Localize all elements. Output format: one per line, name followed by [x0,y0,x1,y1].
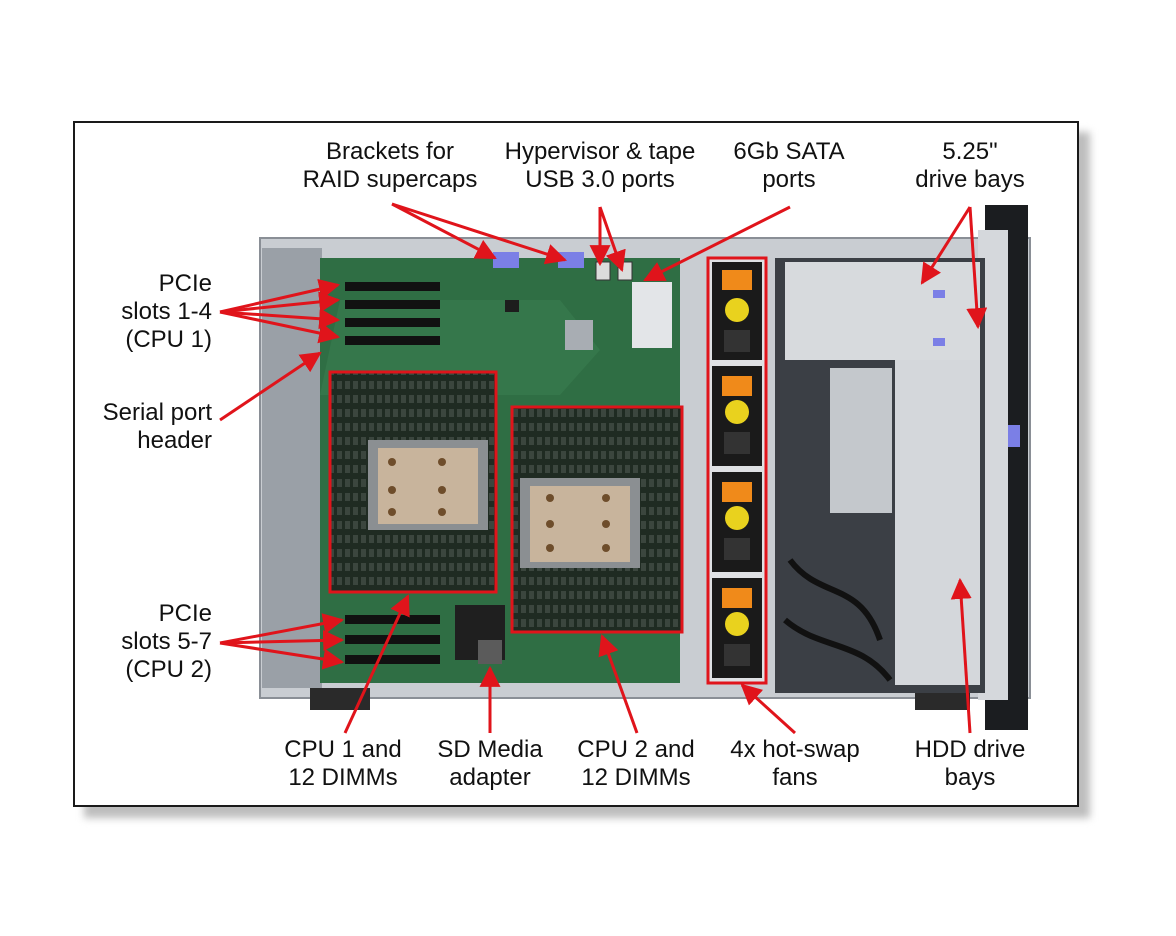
cpu1-dimm-group [328,370,498,594]
fan-icon [712,262,762,360]
arrow-icon [219,613,345,645]
arrow-icon [920,206,972,285]
callout-arrows [219,202,988,735]
bezel-latch [1008,425,1020,447]
hdd-cage [895,360,980,685]
cpu2-highlight-box [510,405,684,634]
label-cpu1-dimms: CPU 1 and 12 DIMMs [284,736,402,791]
chipset-heatsink [565,320,593,350]
label-hypervisor-usb-ports: Hypervisor & tape USB 3.0 ports [504,138,696,193]
arrow-icon [219,351,322,422]
fan-icon [712,578,762,678]
arrow-icon [219,278,341,314]
arrow-icon [740,683,797,735]
arrow-icon [391,202,497,260]
arrow-icon [966,206,988,330]
label-sd-media-adapter: SD Media adapter [437,736,543,791]
drive-bays [775,258,985,693]
pcie-slot [345,615,440,624]
arrow-icon [219,291,341,314]
arrow-icon [219,308,341,330]
arrow-icon [643,205,791,282]
arrow-icon [219,641,345,670]
label-cpu2-dimms: CPU 2 and 12 DIMMs [577,736,695,791]
raid-supercap-bracket [493,252,519,268]
fan-icon [712,366,762,466]
pcie-slot [345,318,440,327]
label-drive-525-bays: 5.25" drive bays [915,138,1025,193]
pcie-slot [345,336,440,345]
cpu1-highlight-box [328,370,498,594]
label-pcie-slots-1-4: PCIe slots 1-4 (CPU 1) [121,270,212,353]
drive-525-cage [785,262,980,360]
cpu2-dimm-group [510,405,684,634]
label-hdd-drive-bays: HDD drive bays [914,736,1026,791]
pcie-slot [345,655,440,664]
label-serial-port-header: Serial port header [102,399,212,454]
label-hot-swap-fans: 4x hot-swap fans [730,736,860,791]
arrow-icon [950,577,972,734]
label-raid-supercap-brackets: Brackets for RAID supercaps [302,138,478,193]
fan-bank [706,256,768,685]
pcie-slot [345,300,440,309]
raid-module [830,368,892,513]
label-sata-ports: 6Gb SATA ports [733,138,845,193]
arrow-icon [343,594,410,734]
fans-highlight-box [706,256,768,685]
usb-port [595,261,611,281]
arrow-icon [598,634,639,734]
pcie-slot [345,282,440,291]
pcie-slot [345,635,440,644]
arrow-icon [219,310,341,344]
arrow-icon [219,629,345,651]
label-pcie-slots-5-7: PCIe slots 5-7 (CPU 2) [121,600,212,683]
fan-icon [712,472,762,572]
arrow-icon [391,202,567,265]
sata-ports [632,282,672,348]
arrow-icon [598,206,626,272]
